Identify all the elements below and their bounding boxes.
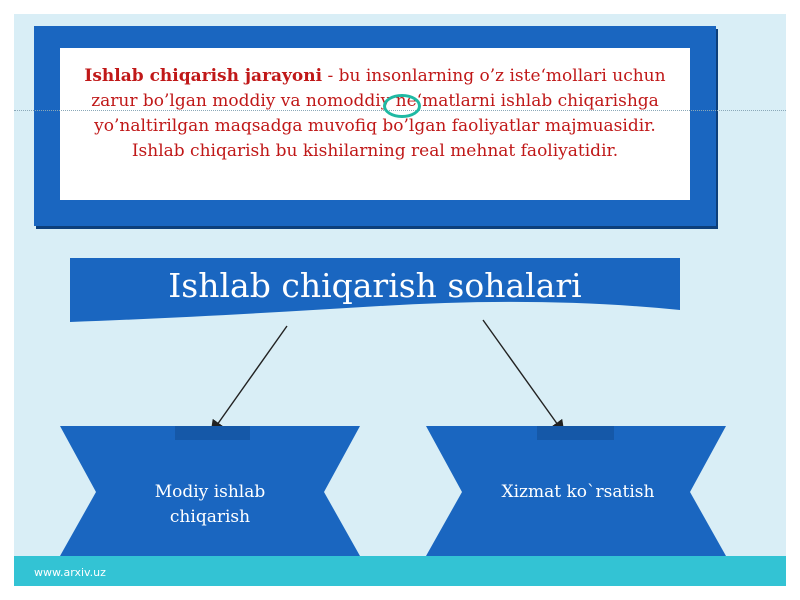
node-right-shape <box>426 426 726 556</box>
arrow-left-icon <box>210 325 288 435</box>
definition-box <box>60 48 690 200</box>
definition-text: Ishlab chiqarish jarayoni - bu insonlarn… <box>74 64 676 164</box>
node-left-shape <box>60 426 360 556</box>
node-label-right: Xizmat ko`rsatish <box>501 482 655 502</box>
footer-url: www.arxiv.uz <box>34 566 106 579</box>
definition-body: - bu insonlarning o’z iste‘mollari uchun… <box>91 66 666 161</box>
footer-band <box>14 556 786 586</box>
title-banner <box>70 258 680 322</box>
node-label-left: Modiy ishlab chiqarish <box>154 482 266 527</box>
highlight-circle <box>383 94 421 118</box>
banner-title: Ishlab chiqarish sohalari <box>168 266 582 305</box>
arrow-right-icon <box>482 319 565 435</box>
definition-term: Ishlab chiqarish jarayoni <box>84 66 323 86</box>
